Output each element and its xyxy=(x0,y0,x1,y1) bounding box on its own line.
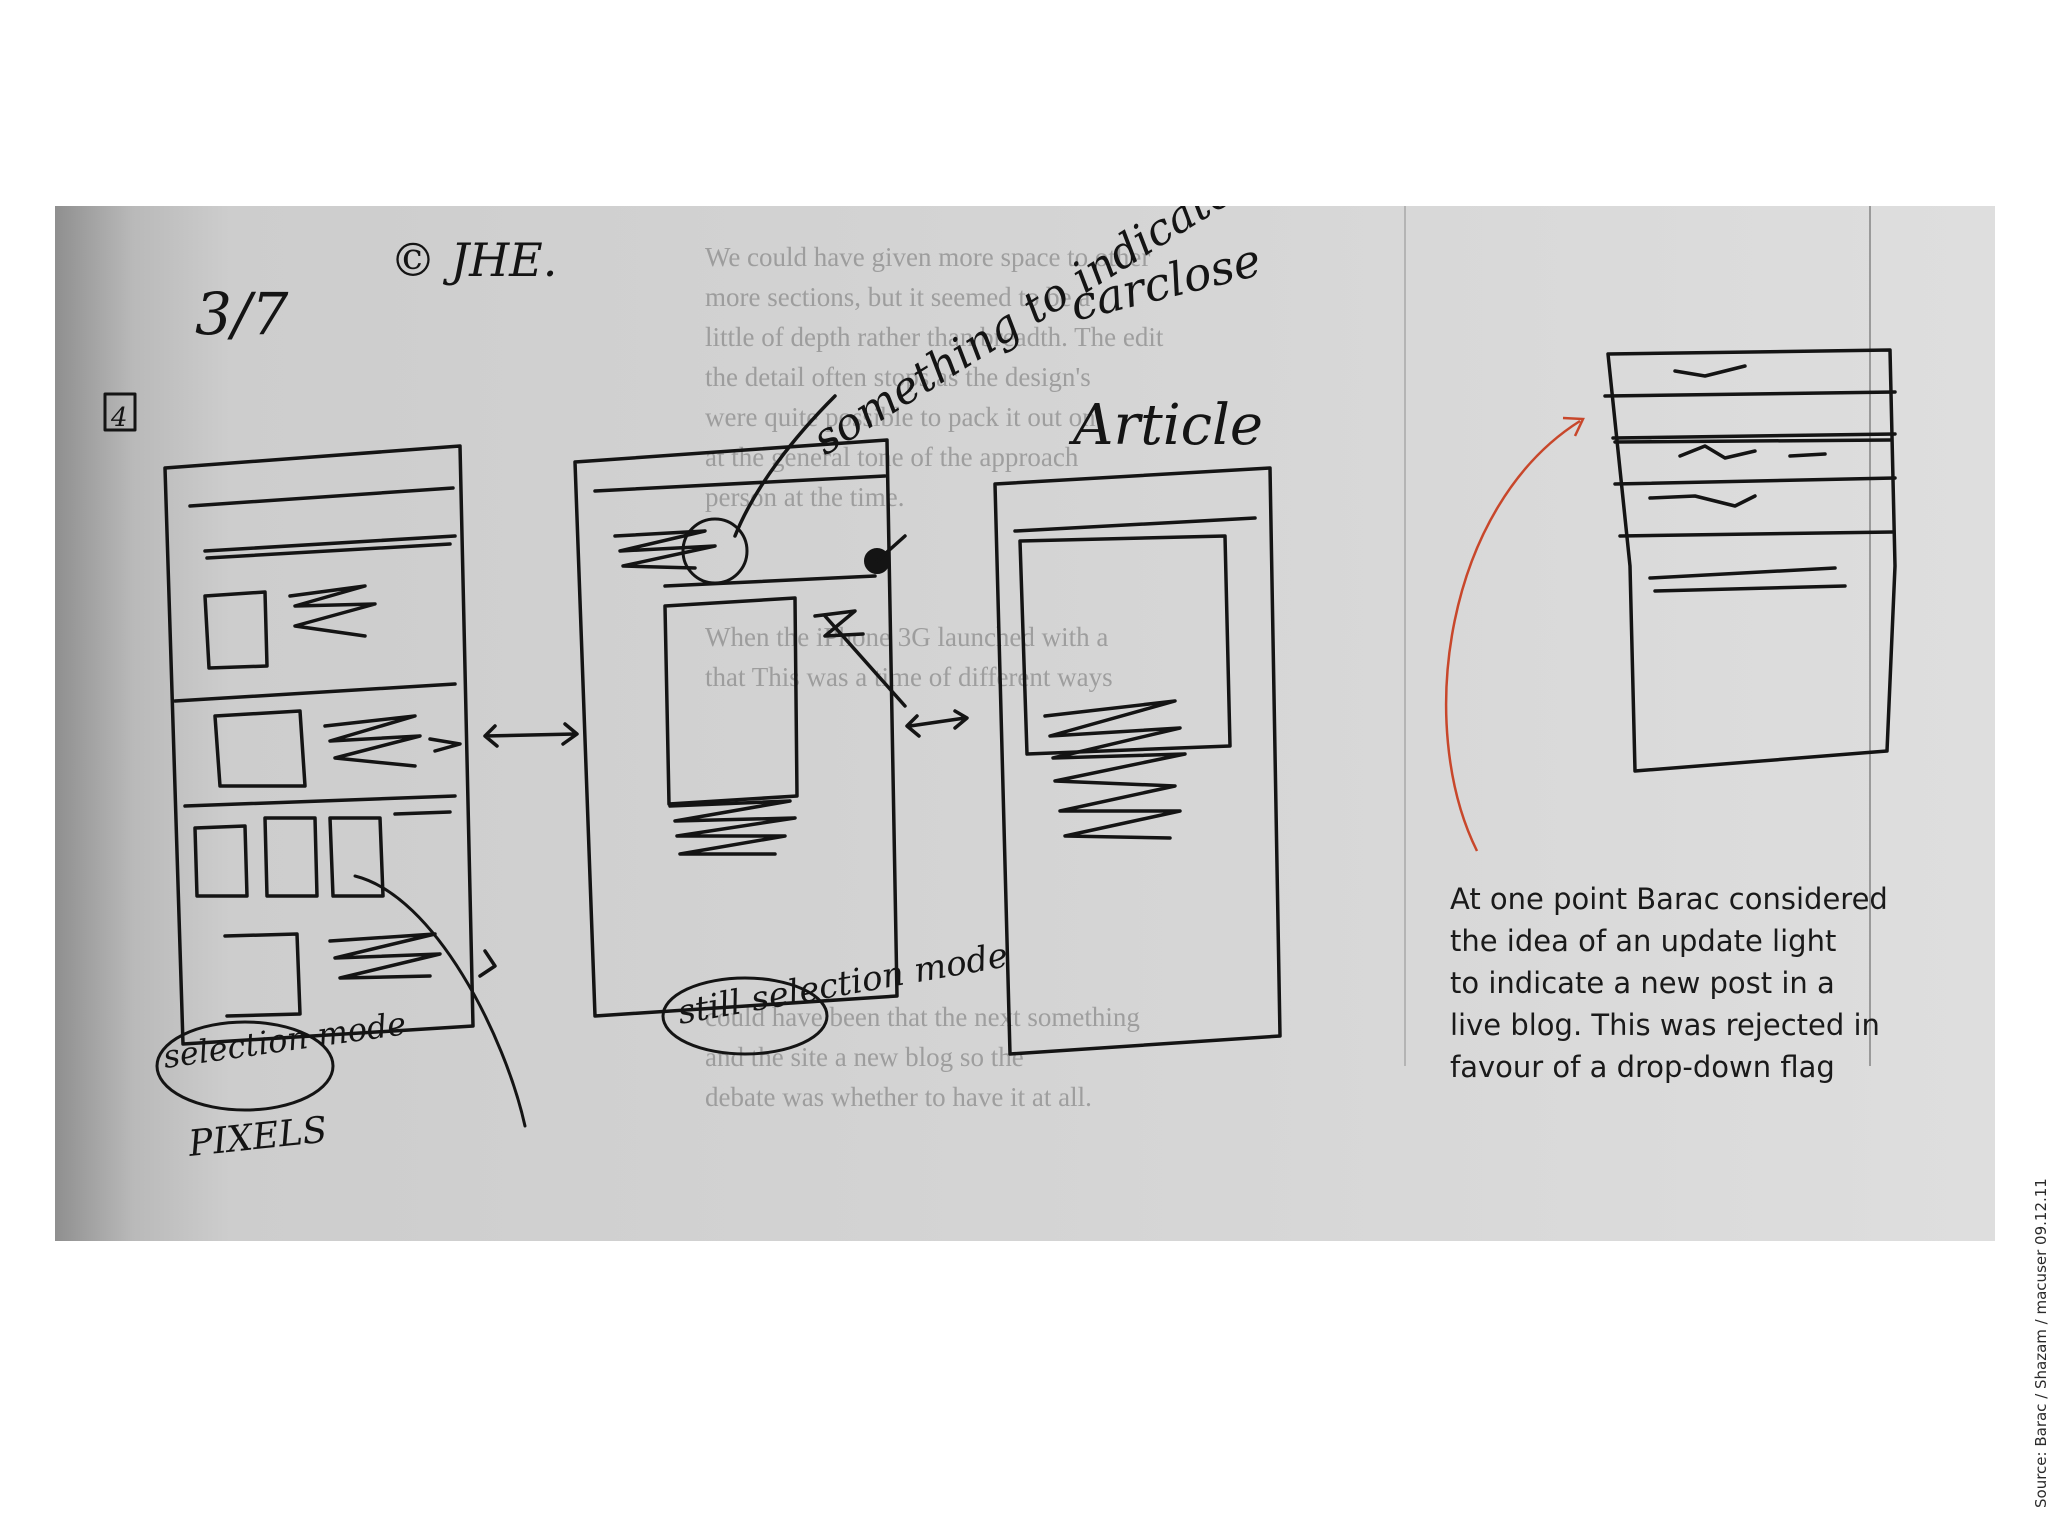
note-article: Article xyxy=(1068,393,1263,458)
image-placeholder xyxy=(213,709,307,788)
source-credit: Source: Barac / Shazam / macuser 09.12.1… xyxy=(2032,1178,2048,1508)
double-arrow xyxy=(483,722,579,748)
book-line: more sections, but it seemed to be a xyxy=(705,282,1090,312)
book-line: at the general tone of the approach xyxy=(705,442,1079,472)
sketch-scan: We could have given more space to other … xyxy=(55,206,1995,1241)
slide-caption: At one point Barac considered the idea o… xyxy=(1450,882,1888,1084)
page-number: 4 xyxy=(110,403,128,433)
wireframe-selection-page xyxy=(573,438,899,1018)
image-placeholder xyxy=(203,590,269,670)
image-placeholder xyxy=(328,816,385,898)
book-line: debate was whether to have it at all. xyxy=(705,1082,1092,1112)
image-placeholder xyxy=(263,816,319,898)
book-text-column: We could have given more space to other … xyxy=(705,242,1164,1112)
sketch-drawing: We could have given more space to other … xyxy=(55,206,1995,1241)
book-line: little of depth rather than breadth. The… xyxy=(705,322,1164,352)
book-line: could have been that the next something xyxy=(705,1002,1140,1032)
pointer-line xyxy=(353,874,527,1128)
article-body-box xyxy=(1018,534,1232,756)
book-line: person at the time. xyxy=(705,482,904,512)
wireframe-dropdown-flag xyxy=(1606,348,1897,773)
book-line: that This was a time of different ways xyxy=(705,662,1113,692)
article-preview-box xyxy=(663,596,799,806)
book-line: were quite possible to pack it out on xyxy=(705,402,1096,432)
selection-mode-circle xyxy=(155,1020,335,1112)
red-arrowhead xyxy=(1562,416,1585,437)
note-date: 3/7 xyxy=(195,280,288,348)
pointer-line xyxy=(733,394,837,538)
image-placeholder xyxy=(193,824,249,898)
wireframe-grid-page xyxy=(163,444,475,1046)
page-number-box xyxy=(103,392,137,432)
note-copyright: © JHE. xyxy=(390,233,557,287)
red-arrow xyxy=(1444,419,1581,852)
ink-strokes xyxy=(103,348,1897,1128)
still-selection-mode-circle xyxy=(661,976,829,1056)
book-line: When the iPhone 3G launched with a xyxy=(705,622,1108,652)
book-line: We could have given more space to other xyxy=(705,242,1150,272)
book-line: the detail often stops as the design's xyxy=(705,362,1091,392)
wireframe-article-page xyxy=(993,466,1282,1056)
book-line: and the site a new blog so the xyxy=(705,1042,1024,1072)
scribble-line xyxy=(188,486,455,508)
